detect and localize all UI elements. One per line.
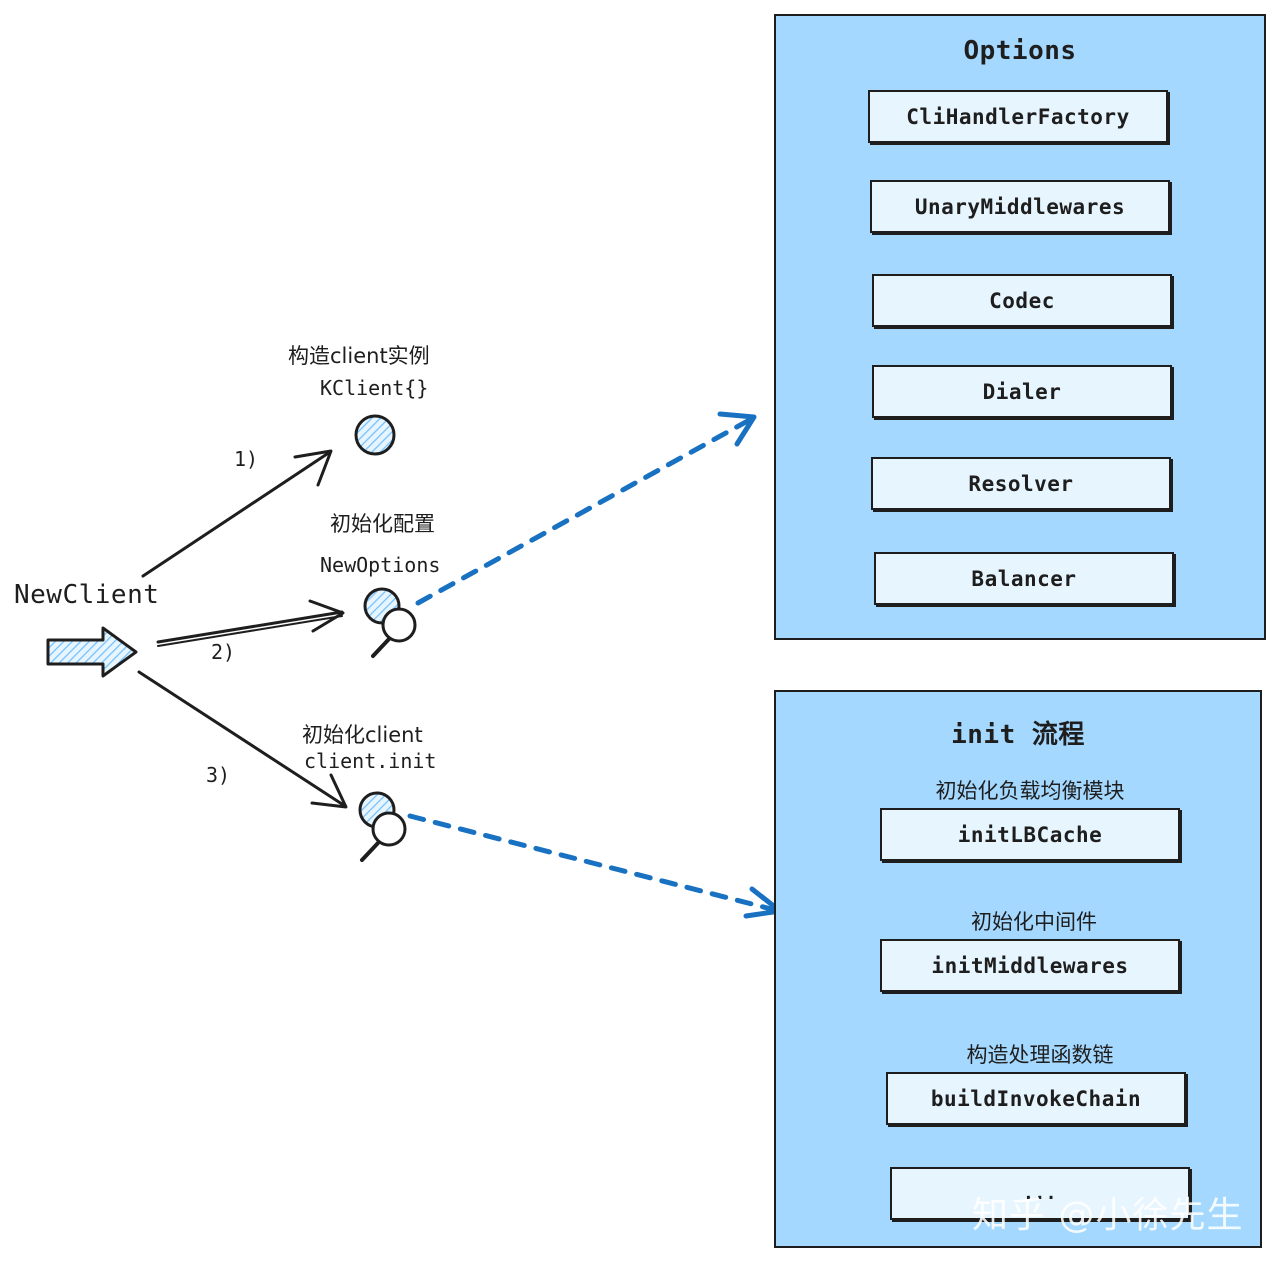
step-1-number: 1) bbox=[234, 447, 259, 471]
option-item-unarymiddlewares: UnaryMiddlewares bbox=[870, 180, 1170, 233]
init-item-initmiddlewares: initMiddlewares bbox=[880, 939, 1180, 992]
step-3-number: 3) bbox=[206, 763, 231, 787]
init-section-2-caption: 初始化中间件 bbox=[971, 910, 1097, 934]
step-1-code: KClient{} bbox=[320, 376, 429, 400]
option-item-dialer: Dialer bbox=[872, 365, 1172, 418]
dashed-arrow-to-options bbox=[415, 411, 757, 606]
options-panel-title: Options bbox=[963, 36, 1077, 66]
option-item-resolver: Resolver bbox=[871, 457, 1171, 510]
option-item-codec: Codec bbox=[872, 274, 1172, 327]
init-item-initlbcache: initLBCache bbox=[880, 808, 1180, 861]
watermark: 知乎 @小徐先生 bbox=[972, 1195, 1244, 1236]
step-2-code: NewOptions bbox=[320, 553, 441, 577]
init-section-3-caption: 构造处理函数链 bbox=[966, 1043, 1114, 1067]
dashed-arrow-to-init bbox=[407, 813, 783, 919]
block-arrow-icon bbox=[46, 626, 138, 678]
entry-label: NewClient bbox=[14, 580, 160, 610]
init-section-1-caption: 初始化负载均衡模块 bbox=[935, 779, 1125, 803]
step-2-number: 2) bbox=[211, 640, 236, 664]
arrow-step-2 bbox=[156, 599, 345, 647]
step-3-code: client.init bbox=[304, 749, 437, 773]
init-item-buildinvokechain: buildInvokeChain bbox=[886, 1072, 1186, 1125]
step-2-caption: 初始化配置 bbox=[330, 512, 435, 536]
arrow-step-3 bbox=[137, 670, 348, 809]
option-item-balancer: Balancer bbox=[874, 552, 1174, 605]
step-3-caption: 初始化client bbox=[302, 723, 423, 747]
init-item-ellipsis: ... bbox=[890, 1167, 1190, 1220]
init-panel-title: init 流程 bbox=[951, 720, 1085, 750]
hatched-circle-icon bbox=[354, 414, 396, 456]
options-panel: Options bbox=[774, 14, 1266, 640]
option-item-clihandlerfactory: CliHandlerFactory bbox=[868, 90, 1168, 143]
step-1-caption: 构造client实例 bbox=[288, 344, 430, 368]
search-icon bbox=[358, 791, 407, 862]
search-icon bbox=[363, 587, 417, 658]
arrow-step-1 bbox=[141, 449, 333, 578]
